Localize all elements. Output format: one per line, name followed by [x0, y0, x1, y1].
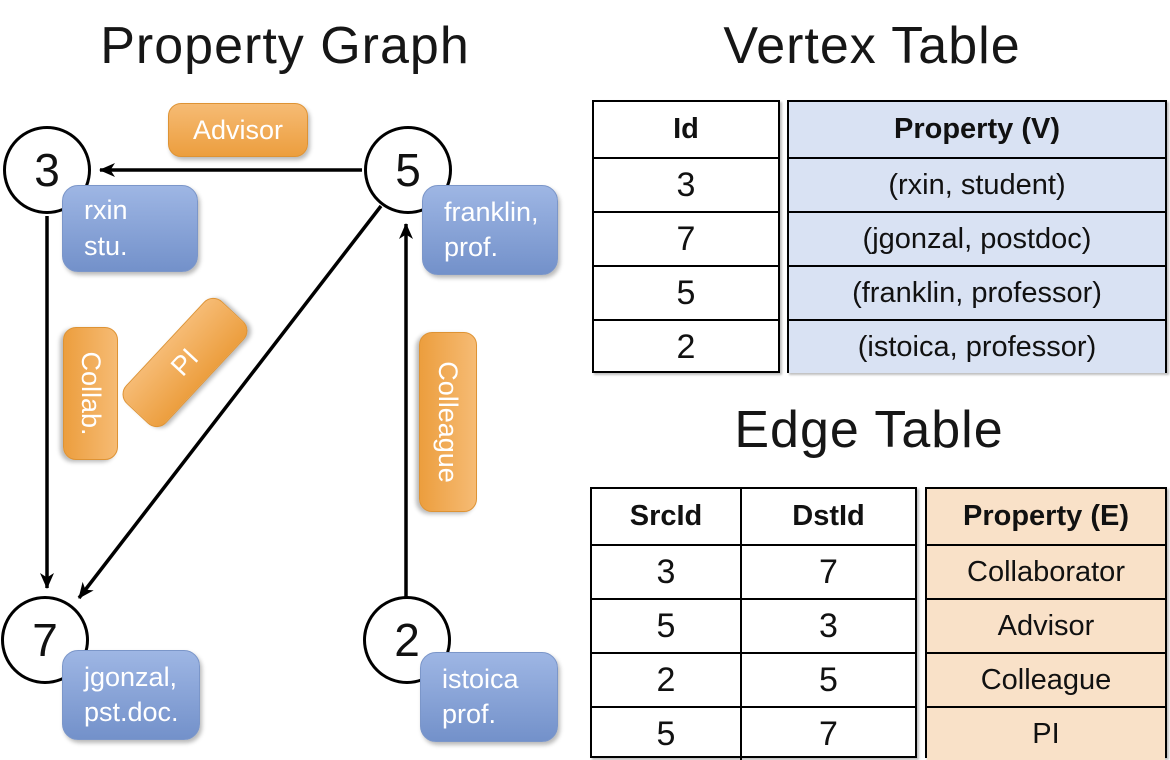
vertex-property-box-2: istoica prof. — [420, 652, 558, 742]
edge-srcid-cell: 2 — [656, 660, 676, 699]
vertex-node-2: 2 — [363, 596, 451, 684]
vertex-table-title: Vertex Table — [723, 17, 1021, 75]
vertex-table-property-header: Property (V) — [789, 102, 1165, 157]
vertex-table-id-column: Id 3 7 5 2 — [592, 100, 780, 373]
edge-label-collab: Collab. — [63, 327, 118, 460]
vertex-table-property-column: Property (V) (rxin, student) (jgonzal, p… — [787, 100, 1167, 373]
vertex-property-cell: (istoica, professor) — [789, 321, 1165, 373]
edge-property-cell: Collaborator — [927, 546, 1165, 598]
edge-table-title: Edge Table — [734, 401, 1004, 459]
edge-property-cell: Advisor — [927, 600, 1165, 652]
edge-label-colleague: Colleague — [419, 332, 477, 512]
table-row: 3 7 — [592, 544, 915, 598]
vertex-table-id-header: Id — [673, 113, 699, 145]
table-row: 5 7 — [592, 706, 915, 760]
graph-edges-layer — [40, 163, 413, 600]
table-row: 2 — [594, 319, 778, 373]
table-header-row: Property (V) — [789, 102, 1165, 157]
vertex-property-line: prof. — [442, 699, 497, 729]
table-row: Collaborator — [927, 544, 1165, 598]
edge-label-advisor: Advisor — [168, 103, 308, 157]
edge-srcid-cell: 3 — [656, 552, 676, 591]
vertex-property-box-5: franklin, prof. — [422, 185, 558, 275]
vertex-property-box-3: rxin stu. — [62, 185, 198, 272]
table-row: 3 — [594, 157, 778, 211]
table-row: (franklin, professor) — [789, 265, 1165, 319]
vertex-property-line: pst.doc. — [84, 697, 179, 727]
edge-srcid-cell: 5 — [656, 714, 676, 753]
edge-table-ids-columns: SrcId DstId 3 7 5 3 2 5 5 7 — [590, 487, 917, 760]
edge-property-cell: PI — [927, 708, 1165, 760]
vertex-node-5: 5 — [364, 126, 452, 214]
vertex-id-cell: 7 — [676, 219, 696, 258]
edge-dstid-cell: 7 — [740, 546, 915, 598]
table-row: 5 — [594, 265, 778, 319]
table-header-row: Property (E) — [927, 489, 1165, 544]
vertex-property-cell: (jgonzal, postdoc) — [789, 213, 1165, 265]
table-row: 7 — [594, 211, 778, 265]
vertex-property-cell: (franklin, professor) — [789, 267, 1165, 319]
table-row: (jgonzal, postdoc) — [789, 211, 1165, 265]
vertex-property-cell: (rxin, student) — [789, 159, 1165, 211]
vertex-property-line: franklin, — [444, 196, 539, 227]
vertex-property-line: istoica — [442, 663, 519, 694]
table-row: PI — [927, 706, 1165, 760]
vertex-id-cell: 3 — [676, 165, 696, 204]
edge-dstid-cell: 3 — [740, 600, 915, 652]
edge-srcid-cell: 5 — [656, 606, 676, 645]
vertex-property-line: prof. — [444, 232, 499, 262]
table-row: Advisor — [927, 598, 1165, 652]
table-row: Colleague — [927, 652, 1165, 706]
table-row: (istoica, professor) — [789, 319, 1165, 373]
table-header-row: SrcId DstId — [592, 489, 915, 544]
vertex-property-box-7: jgonzal, pst.doc. — [62, 650, 200, 740]
vertex-property-line: jgonzal, — [84, 661, 178, 692]
table-row: 5 3 — [592, 598, 915, 652]
vertex-property-line: rxin — [84, 195, 128, 226]
table-row: 2 5 — [592, 652, 915, 706]
edge-dstid-cell: 7 — [740, 708, 915, 760]
vertex-id-cell: 5 — [676, 273, 696, 312]
edge-dstid-cell: 5 — [740, 654, 915, 706]
property-graph-title: Property Graph — [100, 17, 470, 75]
table-row: (rxin, student) — [789, 157, 1165, 211]
edge-table-srcid-header: SrcId — [629, 500, 703, 532]
edge-property-cell: Colleague — [927, 654, 1165, 706]
edge-table-property-header: Property (E) — [927, 489, 1165, 544]
edge-table-dstid-header: DstId — [740, 489, 915, 544]
vertex-property-line: stu. — [84, 230, 128, 261]
edge-table-property-column: Property (E) Collaborator Advisor Collea… — [925, 487, 1167, 760]
edge-5-to-7-arrow — [77, 204, 383, 600]
vertex-id-cell: 2 — [676, 327, 696, 366]
table-header-row: Id — [594, 102, 778, 157]
